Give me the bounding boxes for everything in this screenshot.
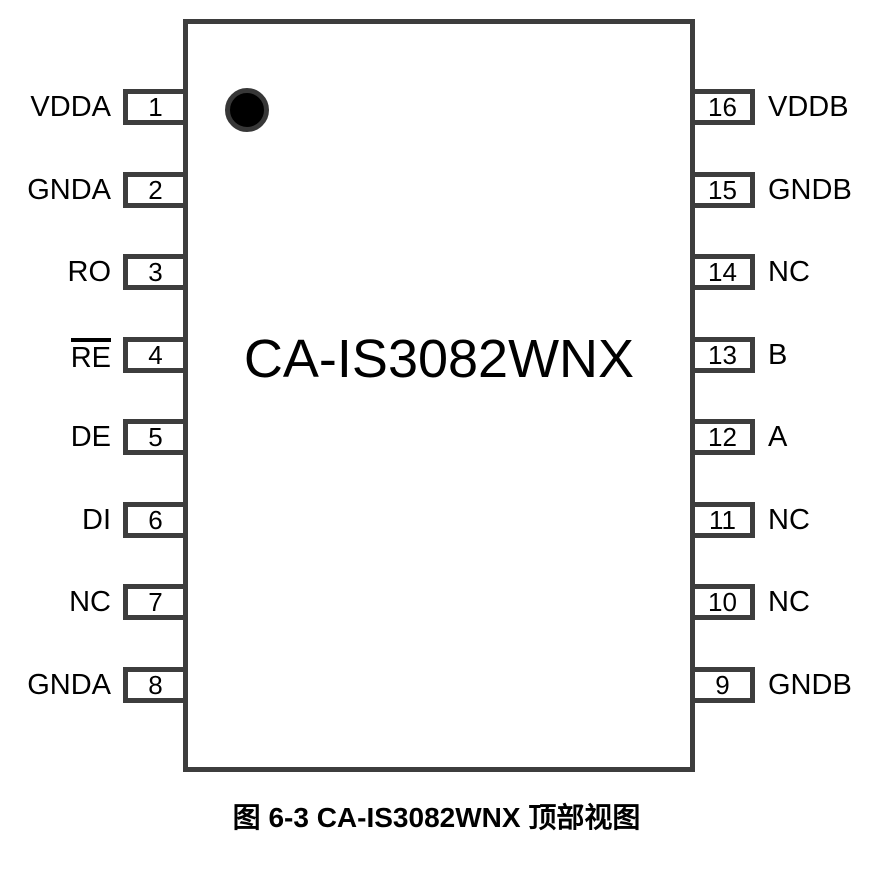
pin-number: 14 bbox=[708, 257, 737, 287]
pin-label: A bbox=[768, 420, 788, 453]
pin-box: 11 bbox=[690, 502, 755, 538]
pin-box: 9 bbox=[690, 667, 755, 703]
pin-row-16: 16 VDDB bbox=[690, 89, 873, 125]
pin-row-14: 14 NC bbox=[690, 254, 873, 290]
pin-number: 8 bbox=[148, 670, 163, 700]
pin-label: RO bbox=[67, 255, 112, 288]
pin-number: 4 bbox=[148, 340, 163, 370]
pin-box: 3 bbox=[123, 254, 188, 290]
pin-row-9: 9 GNDB bbox=[690, 667, 873, 703]
pin1-indicator-dot-icon bbox=[225, 88, 269, 132]
pin-row-5: DE 5 bbox=[0, 419, 188, 455]
pin-label: NC bbox=[768, 255, 810, 288]
pin-number: 5 bbox=[148, 422, 163, 452]
pin-number: 13 bbox=[708, 340, 737, 370]
chip-part-number: CA-IS3082WNX bbox=[243, 329, 635, 389]
pin-row-12: 12 A bbox=[690, 419, 873, 455]
pin-box: 12 bbox=[690, 419, 755, 455]
pin-row-3: RO 3 bbox=[0, 254, 188, 290]
pin-number: 9 bbox=[715, 670, 730, 700]
pin-label: DE bbox=[70, 420, 111, 453]
pin-number: 7 bbox=[148, 587, 163, 617]
pin-box: 16 bbox=[690, 89, 755, 125]
pin-box: 5 bbox=[123, 419, 188, 455]
pin-box: 13 bbox=[690, 337, 755, 373]
pin-label: B bbox=[768, 338, 788, 371]
pin-label: NC bbox=[768, 503, 810, 536]
pin-number: 11 bbox=[709, 505, 736, 535]
chip-body bbox=[183, 19, 695, 772]
pin-number: 1 bbox=[148, 92, 163, 122]
pin-label: GNDB bbox=[768, 173, 852, 206]
pin-label: GNDA bbox=[27, 173, 111, 206]
pin-label: GNDB bbox=[768, 668, 852, 701]
pin-label: DI bbox=[82, 503, 111, 536]
pin-row-6: DI 6 bbox=[0, 502, 188, 538]
pin-number: 6 bbox=[148, 505, 163, 535]
pin-box: 10 bbox=[690, 584, 755, 620]
pin-box: 6 bbox=[123, 502, 188, 538]
pin-row-2: GNDA 2 bbox=[0, 172, 188, 208]
pin-number: 16 bbox=[708, 92, 737, 122]
pin-box: 15 bbox=[690, 172, 755, 208]
pin-box: 8 bbox=[123, 667, 188, 703]
pin-label: RE bbox=[70, 337, 111, 373]
pin-row-11: 11 NC bbox=[690, 502, 873, 538]
pin-number: 12 bbox=[708, 422, 737, 452]
pin-number: 3 bbox=[148, 257, 163, 287]
pin-row-13: 13 B bbox=[690, 337, 873, 373]
pin-box: 7 bbox=[123, 584, 188, 620]
pin-number: 2 bbox=[148, 175, 163, 205]
pin-number: 15 bbox=[708, 175, 737, 205]
pin-row-15: 15 GNDB bbox=[690, 172, 873, 208]
pin-label: VDDA bbox=[30, 90, 111, 123]
pin-label: GNDA bbox=[27, 668, 111, 701]
pin-row-10: 10 NC bbox=[690, 584, 873, 620]
figure-caption: 图 6-3 CA-IS3082WNX 顶部视图 bbox=[232, 802, 641, 833]
pin-box: 14 bbox=[690, 254, 755, 290]
pin-label: NC bbox=[69, 585, 111, 618]
pin-box: 1 bbox=[123, 89, 188, 125]
pin-row-8: GNDA 8 bbox=[0, 667, 188, 703]
pin-number: 10 bbox=[708, 587, 737, 617]
pin-row-7: NC 7 bbox=[0, 584, 188, 620]
pin-label: NC bbox=[768, 585, 810, 618]
pin-row-4: RE 4 bbox=[0, 337, 188, 373]
pin-box: 4 bbox=[123, 337, 188, 373]
pin-row-1: VDDA 1 bbox=[0, 89, 188, 125]
pin-box: 2 bbox=[123, 172, 188, 208]
pin-label: VDDB bbox=[768, 90, 849, 123]
